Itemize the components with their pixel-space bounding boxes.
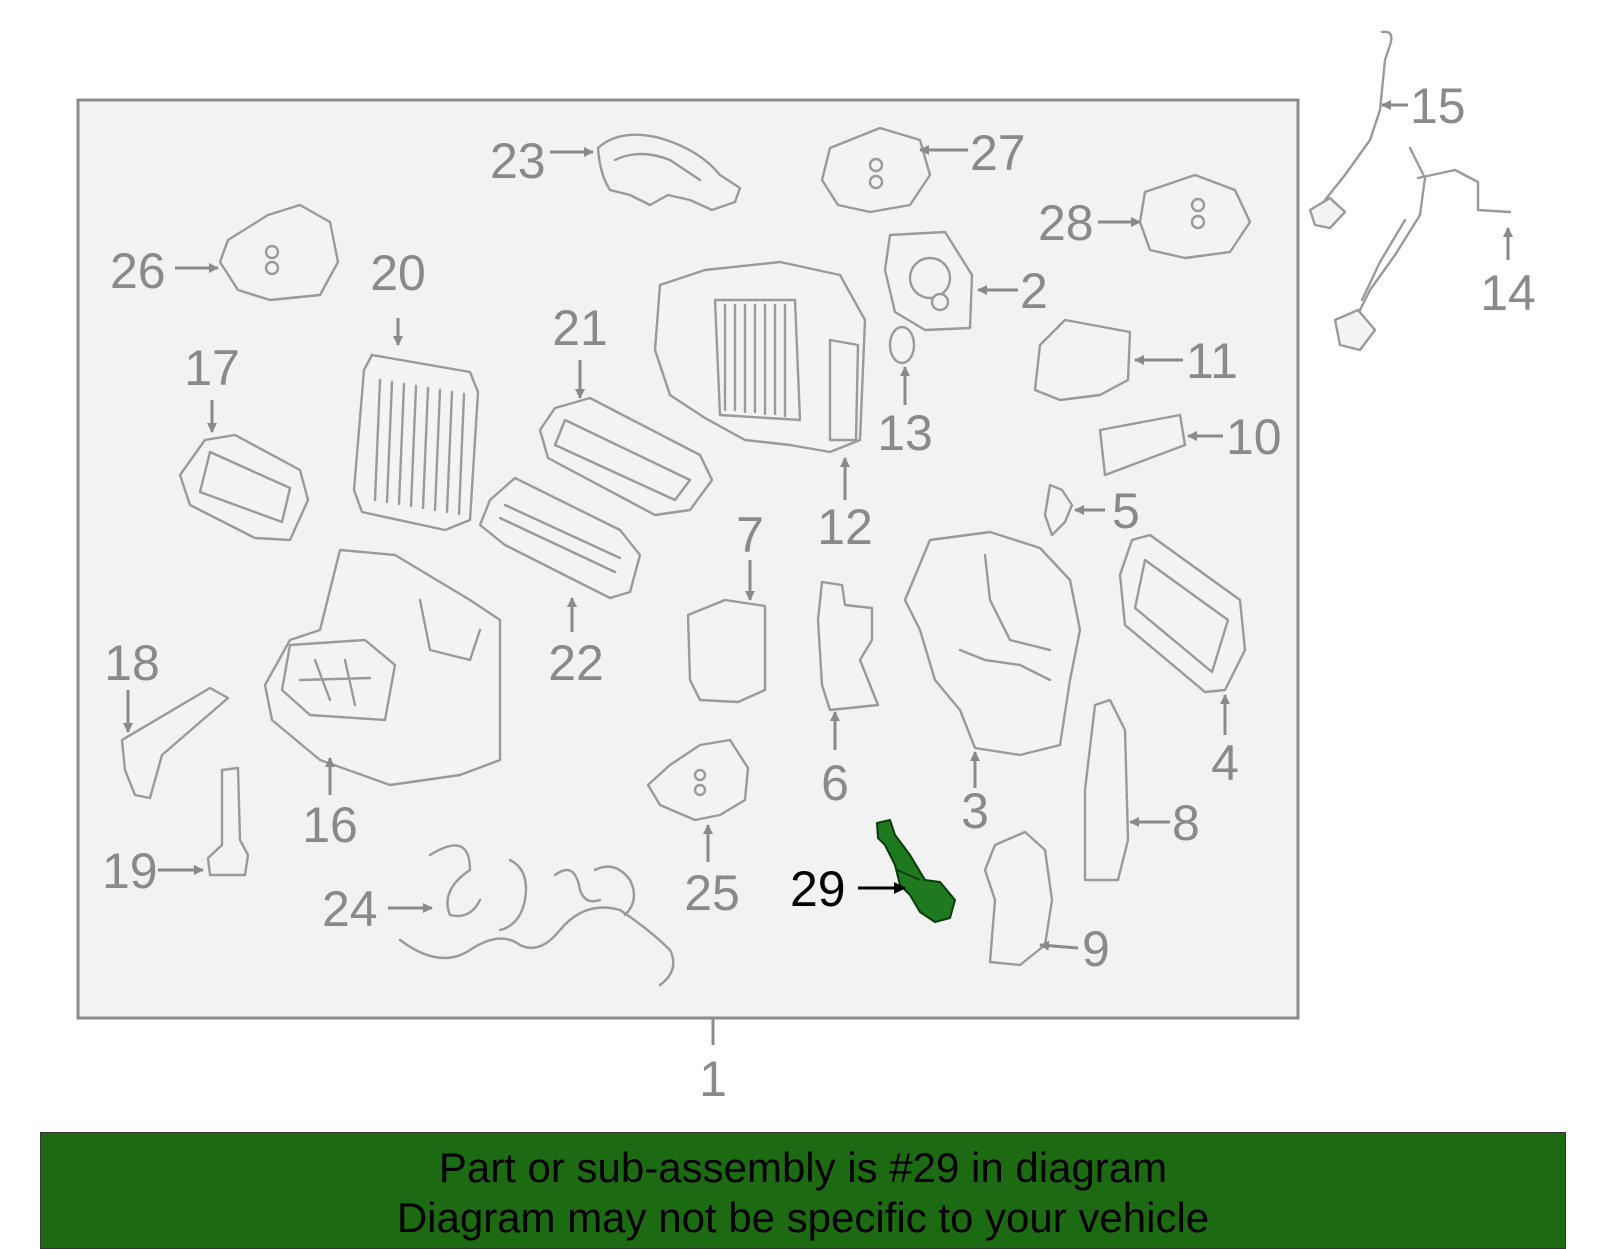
callout-21[interactable]: 21 bbox=[552, 300, 608, 356]
info-banner: Part or sub-assembly is #29 in diagram D… bbox=[40, 1132, 1566, 1249]
part-9-door bbox=[983, 830, 1054, 967]
callout-labels: 1 2 3 4 5 6 7 8 9 10 11 12 13 14 15 16 1… bbox=[102, 78, 1536, 1107]
part-6-bracket bbox=[816, 580, 880, 712]
callout-28[interactable]: 28 bbox=[1038, 195, 1094, 251]
callout-6[interactable]: 6 bbox=[821, 755, 849, 811]
callout-16[interactable]: 16 bbox=[302, 797, 358, 853]
part-11-actuator bbox=[1033, 318, 1132, 402]
part-4-filter-door bbox=[1118, 533, 1247, 694]
part-29-sensor-harness bbox=[876, 819, 956, 923]
callout-19[interactable]: 19 bbox=[102, 843, 158, 899]
callout-20[interactable]: 20 bbox=[370, 245, 426, 301]
callout-15[interactable]: 15 bbox=[1410, 78, 1466, 134]
callout-22[interactable]: 22 bbox=[548, 635, 604, 691]
part-8-panel bbox=[1083, 698, 1130, 882]
banner-line-disclaimer: Diagram may not be specific to your vehi… bbox=[396, 1194, 1210, 1241]
callout-3[interactable]: 3 bbox=[961, 783, 989, 839]
callout-5[interactable]: 5 bbox=[1112, 483, 1140, 539]
part-24-wiring-harness bbox=[398, 844, 675, 987]
callout-18[interactable]: 18 bbox=[104, 635, 160, 691]
part-10-resistor bbox=[1098, 413, 1187, 477]
callout-27[interactable]: 27 bbox=[970, 125, 1026, 181]
part-13-o-ring bbox=[888, 325, 916, 365]
banner-line-part-number: Part or sub-assembly is #29 in diagram bbox=[438, 1144, 1168, 1191]
callout-9[interactable]: 9 bbox=[1082, 921, 1110, 977]
leader-lines bbox=[123, 100, 1513, 951]
callout-4[interactable]: 4 bbox=[1211, 735, 1239, 791]
callout-2[interactable]: 2 bbox=[1020, 263, 1048, 319]
parts-exploded-diagram: 1 2 3 4 5 6 7 8 9 10 11 12 13 14 15 16 1… bbox=[76, 30, 1536, 1107]
callout-7[interactable]: 7 bbox=[736, 507, 764, 563]
part-23-duct-hose bbox=[596, 133, 742, 212]
part-5-clip bbox=[1043, 483, 1074, 537]
part-20-heater-core bbox=[352, 353, 480, 532]
callout-29-highlighted[interactable]: 29 bbox=[790, 861, 846, 917]
part-22-door bbox=[478, 476, 642, 600]
callout-13[interactable]: 13 bbox=[877, 405, 933, 461]
callout-17[interactable]: 17 bbox=[184, 340, 240, 396]
part-18-bracket bbox=[120, 686, 230, 800]
part-3-blower-case bbox=[903, 530, 1082, 757]
callout-25[interactable]: 25 bbox=[684, 865, 740, 921]
callout-23[interactable]: 23 bbox=[490, 133, 546, 189]
callout-14[interactable]: 14 bbox=[1480, 265, 1536, 321]
callout-26[interactable]: 26 bbox=[110, 243, 166, 299]
callout-24[interactable]: 24 bbox=[322, 881, 378, 937]
callout-8[interactable]: 8 bbox=[1172, 795, 1200, 851]
part-12-evaporator-case bbox=[653, 260, 867, 454]
part-17-gasket bbox=[178, 433, 310, 542]
part-21-gasket bbox=[538, 396, 714, 517]
callout-10[interactable]: 10 bbox=[1226, 409, 1282, 465]
part-15-pipe bbox=[1308, 30, 1393, 230]
callout-12[interactable]: 12 bbox=[817, 499, 873, 555]
part-7-module bbox=[686, 598, 767, 704]
callout-11[interactable]: 11 bbox=[1186, 333, 1238, 389]
part-19-tube bbox=[206, 766, 250, 877]
part-14-pipe bbox=[1333, 146, 1512, 352]
callout-1[interactable]: 1 bbox=[699, 1051, 727, 1107]
part-16-hvac-housing bbox=[263, 548, 502, 787]
